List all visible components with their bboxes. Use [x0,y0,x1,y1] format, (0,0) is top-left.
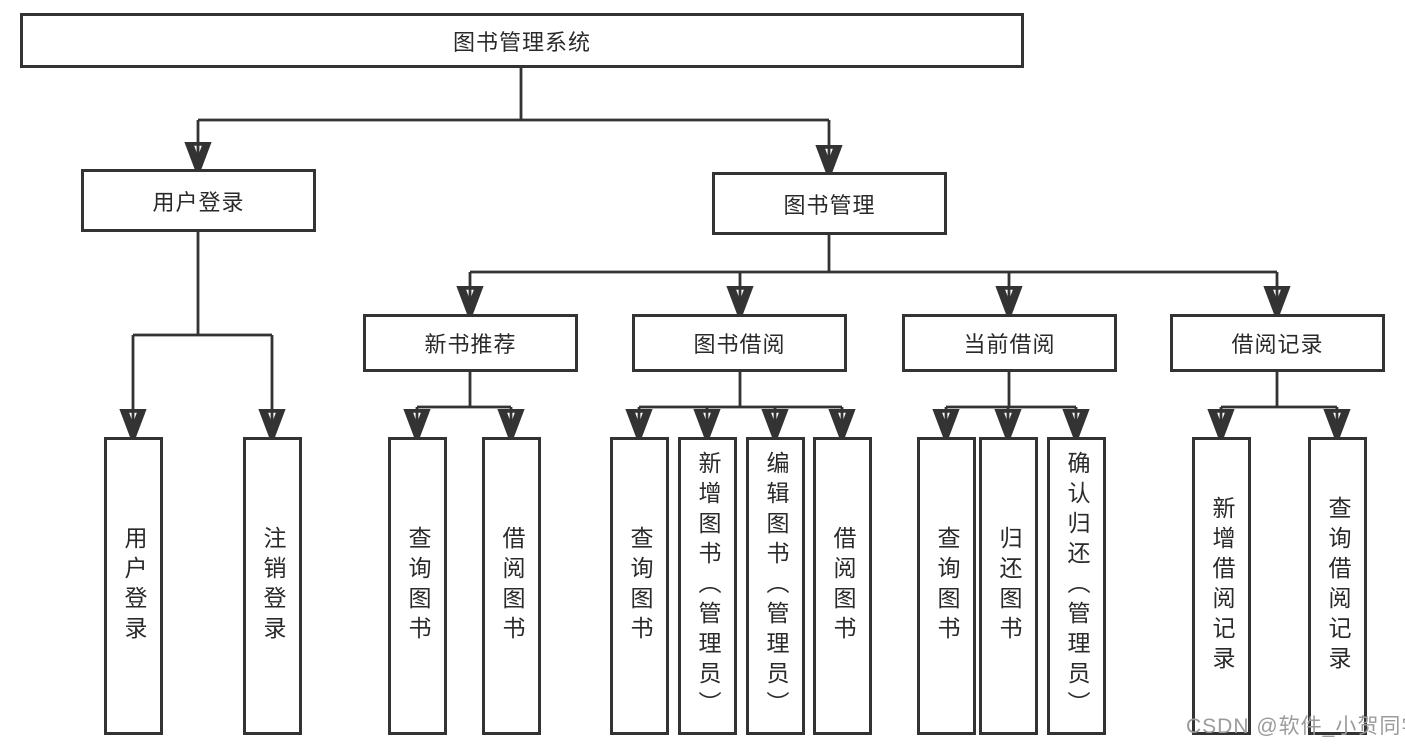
node-label: 新增图书（管理员） [695,451,721,721]
node-label: 图书借阅 [693,332,786,357]
leaf-borrowing-add-books-admin: 新增图书（管理员） [678,437,737,735]
node-label: 用户登录 [152,189,245,215]
node-label: 查询图书 [934,526,960,646]
node-label: 借阅记录 [1231,332,1324,357]
node-new-book-recommend: 新书推荐 [363,314,578,372]
node-root: 图书管理系统 [20,13,1024,68]
leaf-user-login: 用户登录 [104,437,163,735]
leaf-newbooks-query-books: 查询图书 [388,437,447,735]
node-label: 确认归还（管理员） [1064,451,1090,721]
leaf-records-query-record: 查询借阅记录 [1308,437,1367,735]
node-borrow-records: 借阅记录 [1170,314,1385,372]
node-label: 查询图书 [627,526,653,646]
leaf-current-query-books: 查询图书 [917,437,976,735]
csdn-watermark: CSDN @软件_小贺同学 [1186,715,1405,738]
node-book-management: 图书管理 [712,172,947,235]
node-label: 查询图书 [405,526,431,646]
leaf-borrowing-borrow-books: 借阅图书 [813,437,872,735]
node-label: 归还图书 [996,526,1022,646]
node-book-borrowing: 图书借阅 [632,314,847,372]
node-current-borrowing: 当前借阅 [902,314,1117,372]
leaf-borrowing-edit-books-admin: 编辑图书（管理员） [746,437,805,735]
node-label: 图书管理系统 [452,29,591,55]
leaf-current-return-books: 归还图书 [979,437,1038,735]
node-label: 注销登录 [260,526,286,646]
node-user-login: 用户登录 [81,169,316,232]
node-label: 借阅图书 [499,526,525,646]
node-label: 图书管理 [783,192,876,218]
leaf-newbooks-borrow-books: 借阅图书 [482,437,541,735]
node-label: 当前借阅 [963,332,1056,357]
node-label: 新增借阅记录 [1209,496,1235,676]
leaf-borrowing-query-books: 查询图书 [610,437,669,735]
node-label: 借阅图书 [830,526,856,646]
node-label: 查询借阅记录 [1325,496,1351,676]
node-label: 编辑图书（管理员） [763,451,789,721]
leaf-current-confirm-return-admin: 确认归还（管理员） [1047,437,1106,735]
node-label: 新书推荐 [424,332,517,357]
node-label: 用户登录 [121,526,147,646]
leaf-records-add-record: 新增借阅记录 [1192,437,1251,735]
leaf-logout: 注销登录 [243,437,302,735]
